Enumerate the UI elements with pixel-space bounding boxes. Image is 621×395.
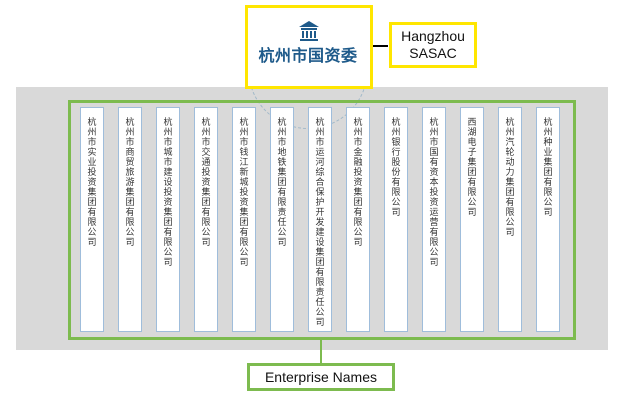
enterprise-column: 杭州市地铁集团有限责任公司 — [270, 107, 294, 332]
enterprise-name: 杭州市交通投资集团有限公司 — [201, 118, 211, 248]
enterprise-column: 杭州市运河综合保护开发建设集团有限责任公司 — [308, 107, 332, 332]
sasac-chinese-title: 杭州市国资委 — [258, 46, 358, 65]
enterprise-column: 杭州市城市建设投资集团有限公司 — [156, 107, 180, 332]
enterprise-column: 杭州市实业投资集团有限公司 — [80, 107, 104, 332]
enterprise-name: 杭州汽轮动力集团有限公司 — [505, 118, 515, 238]
sasac-highlight-box — [245, 5, 373, 89]
government-building-icon — [299, 21, 319, 41]
enterprise-group-box — [68, 100, 576, 340]
sasac-label-line1: Hangzhou — [401, 28, 465, 44]
enterprise-name: 杭州市地铁集团有限责任公司 — [277, 118, 287, 248]
label-connector-line — [373, 45, 388, 47]
enterprise-name: 西湖电子集团有限公司 — [467, 118, 477, 218]
sasac-label-line2: SASAC — [409, 45, 457, 61]
enterprise-column: 杭州市钱江新城投资集团有限公司 — [232, 107, 256, 332]
enterprise-column: 杭州市金融投资集团有限公司 — [346, 107, 370, 332]
enterprise-name: 杭州市城市建设投资集团有限公司 — [163, 118, 173, 268]
enterprise-column: 杭州市交通投资集团有限公司 — [194, 107, 218, 332]
enterprise-name: 杭州市实业投资集团有限公司 — [87, 118, 97, 248]
sasac-english-label: Hangzhou SASAC — [389, 22, 477, 68]
enterprise-name: 杭州种业集团有限公司 — [543, 118, 553, 218]
enterprise-names-label: Enterprise Names — [247, 363, 395, 391]
enterprise-column: 杭州种业集团有限公司 — [536, 107, 560, 332]
enterprise-name: 杭州市钱江新城投资集团有限公司 — [239, 118, 249, 268]
enterprise-name: 杭州市国有资本投资运营有限公司 — [429, 118, 439, 268]
enterprise-column: 杭州汽轮动力集团有限公司 — [498, 107, 522, 332]
enterprise-column: 杭州市国有资本投资运营有限公司 — [422, 107, 446, 332]
enterprise-name: 杭州市商贸旅游集团有限公司 — [125, 118, 135, 248]
enterprise-name: 杭州银行股份有限公司 — [391, 118, 401, 218]
enterprise-name: 杭州市运河综合保护开发建设集团有限责任公司 — [315, 118, 325, 328]
enterprise-column: 杭州银行股份有限公司 — [384, 107, 408, 332]
enterprise-name: 杭州市金融投资集团有限公司 — [353, 118, 363, 248]
group-to-label-connector — [320, 340, 322, 363]
enterprise-column: 杭州市商贸旅游集团有限公司 — [118, 107, 142, 332]
enterprise-column: 西湖电子集团有限公司 — [460, 107, 484, 332]
